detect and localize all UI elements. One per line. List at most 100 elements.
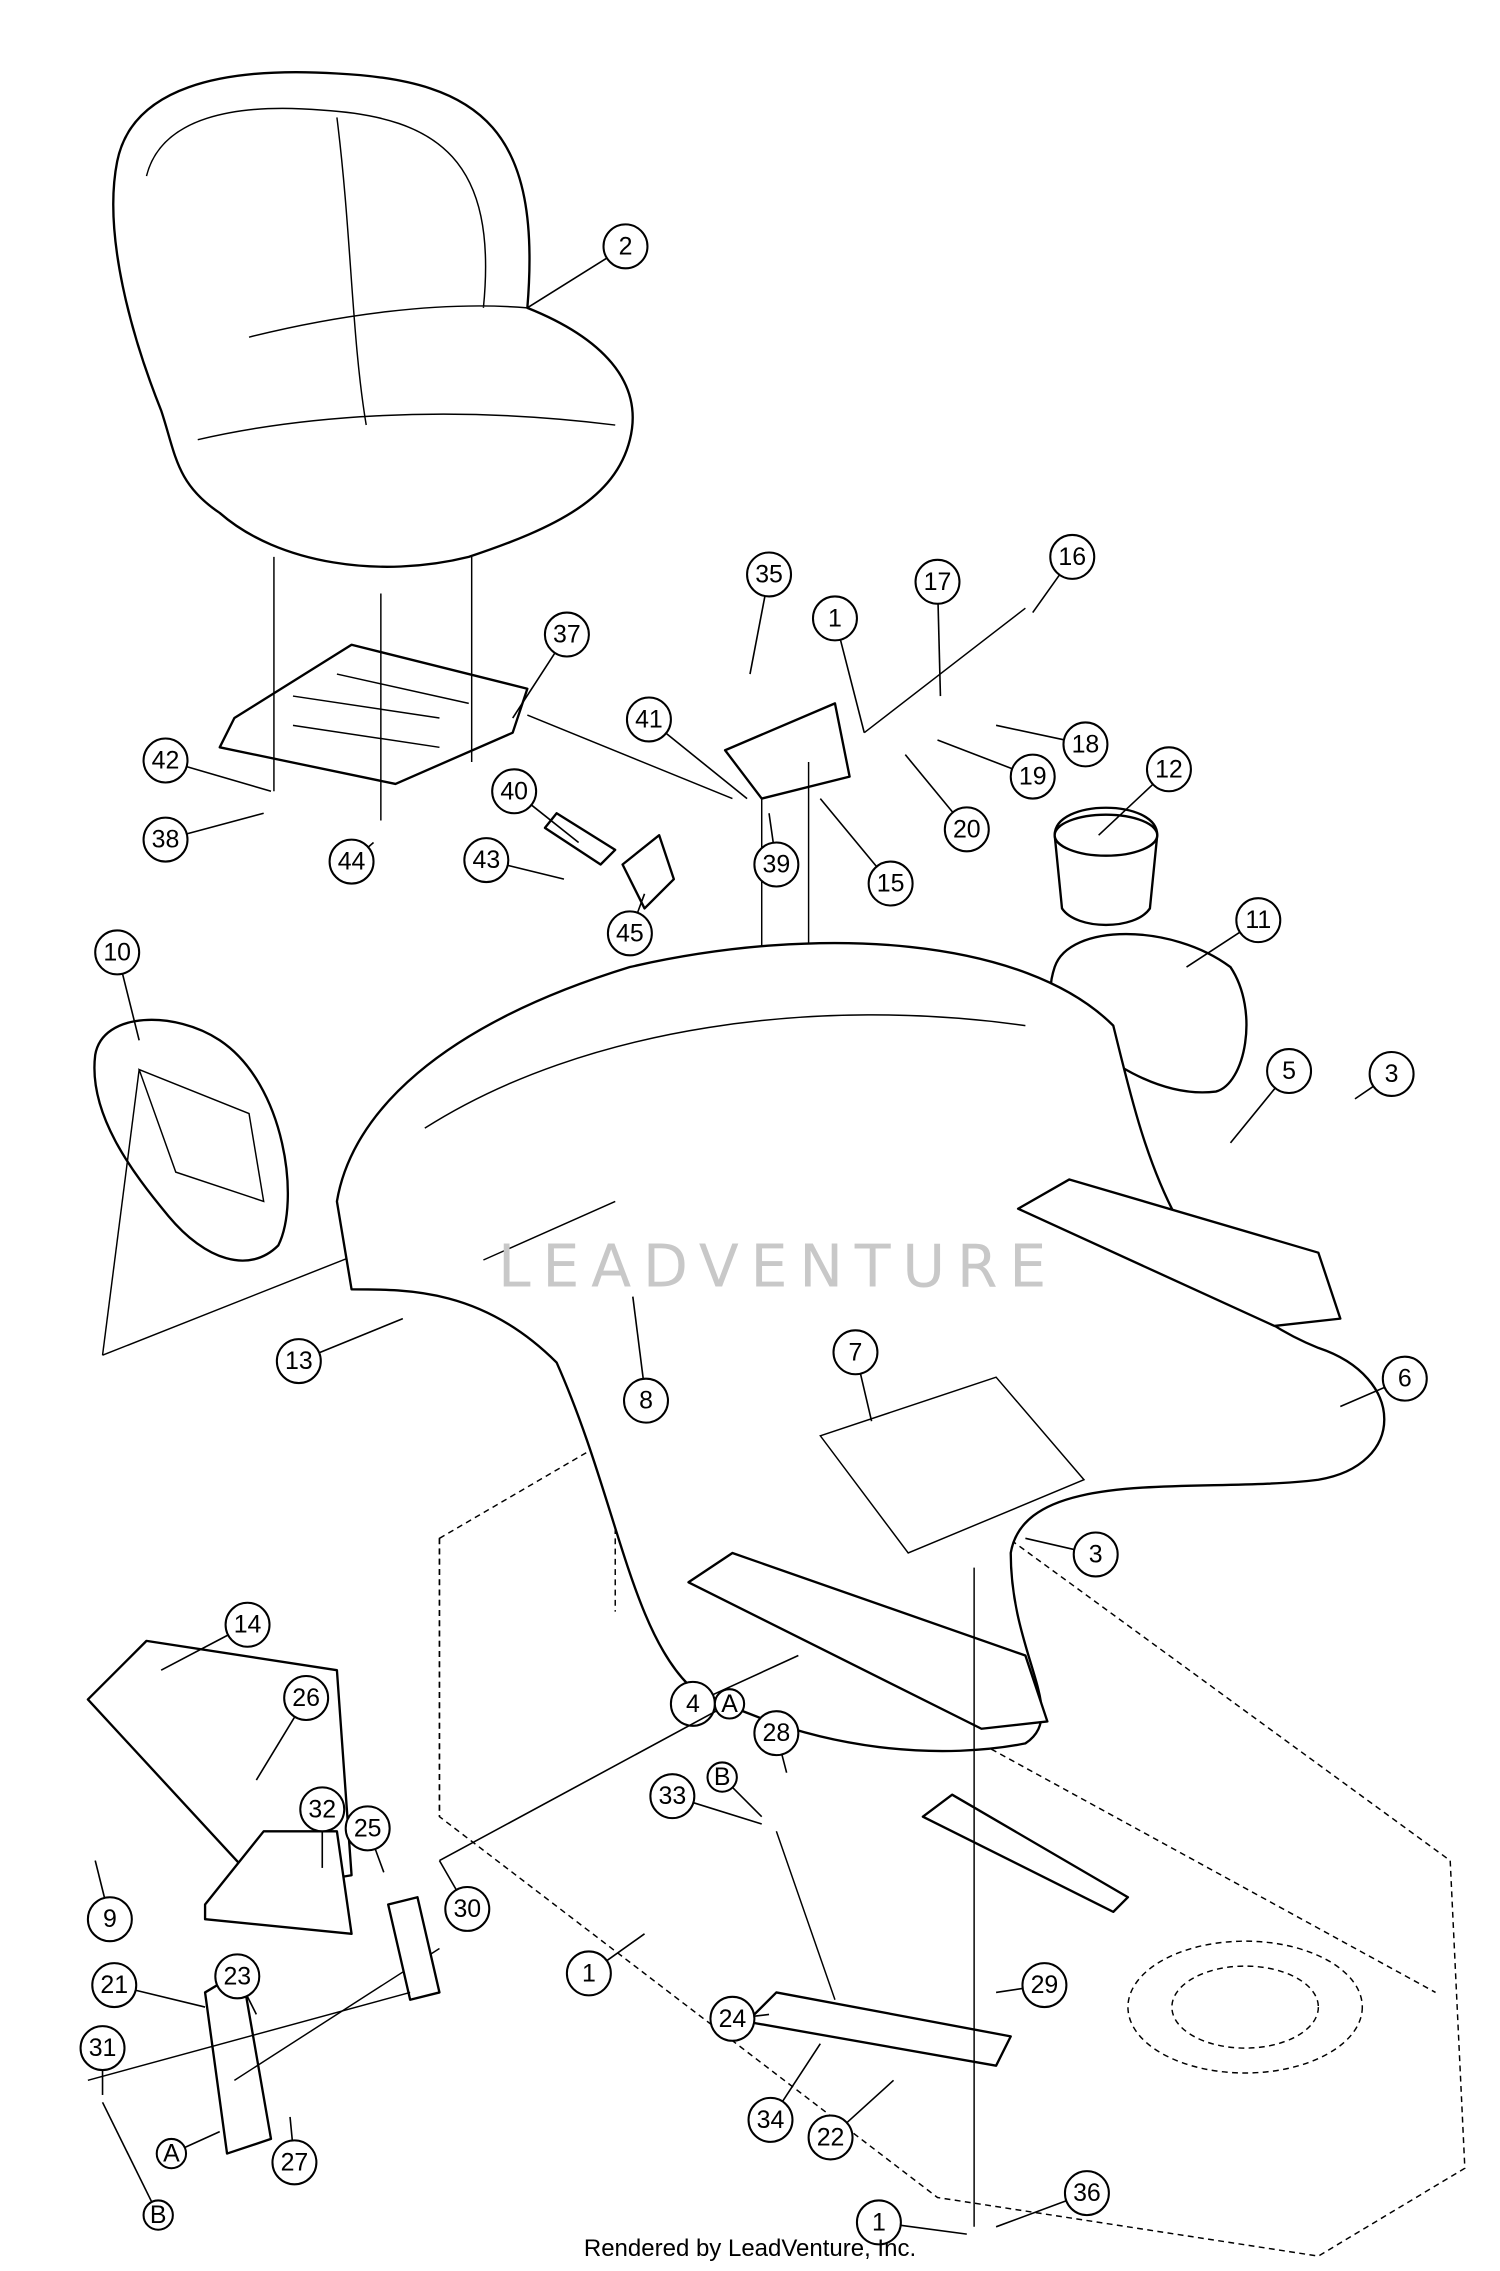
callout-circle xyxy=(1009,753,1056,800)
callout-circle xyxy=(602,223,649,270)
callout-label: 30 xyxy=(453,1895,481,1923)
leader-line xyxy=(768,813,775,843)
callout-36: 36 xyxy=(995,2170,1110,2228)
callout-25: 25 xyxy=(344,1805,391,1873)
callout-A: A xyxy=(439,1688,746,1862)
footrest-left xyxy=(687,1551,1049,1730)
callout-13: 13 xyxy=(275,1317,404,1385)
callout-label: 1 xyxy=(828,604,842,632)
callout-label: 4 xyxy=(686,1690,700,1718)
callout-26: 26 xyxy=(255,1675,330,1781)
callout-label: 32 xyxy=(308,1795,336,1823)
callout-label: 13 xyxy=(285,1347,313,1375)
leader-line xyxy=(846,2079,895,2124)
callout-label: 42 xyxy=(152,747,180,775)
leader-line xyxy=(665,732,748,800)
leader-line xyxy=(731,1786,763,1818)
leader-line xyxy=(995,1987,1023,1994)
leader-line xyxy=(819,798,878,868)
callout-label: 9 xyxy=(103,1905,117,1933)
callout-9: 9 xyxy=(86,1860,133,1943)
callout-label: 6 xyxy=(1398,1365,1412,1393)
callout-label: 1 xyxy=(872,2208,886,2236)
callout-label: 16 xyxy=(1058,543,1086,571)
callout-circle xyxy=(214,1953,261,2000)
callout-12: 12 xyxy=(1098,746,1192,836)
callout-circle xyxy=(1062,721,1109,768)
leader-line xyxy=(1032,574,1061,614)
callout-label: 31 xyxy=(89,2034,117,2062)
callout-11: 11 xyxy=(1186,897,1282,968)
callout-circle xyxy=(91,1962,138,2009)
leader-line xyxy=(1098,783,1154,836)
callout-label: 41 xyxy=(635,705,663,733)
callout-3: 3 xyxy=(1354,1050,1415,1100)
leader-line xyxy=(186,812,264,835)
leader-line xyxy=(318,1317,404,1354)
callout-circle xyxy=(142,737,189,784)
callout-19: 19 xyxy=(937,739,1056,800)
callout-18: 18 xyxy=(995,721,1109,768)
callout-circle xyxy=(344,1805,391,1852)
leader-line xyxy=(184,2130,221,2149)
callout-label: 7 xyxy=(849,1338,863,1366)
callout-label: 33 xyxy=(659,1782,687,1810)
callout-8: 8 xyxy=(622,1296,669,1424)
callout-label: 1 xyxy=(582,1959,596,1987)
leader-line xyxy=(367,841,375,848)
callout-label: 35 xyxy=(755,560,783,588)
callout-circle xyxy=(1021,1962,1068,2009)
callout-10: 10 xyxy=(94,929,141,1041)
lift-links xyxy=(745,1567,1130,2227)
callout-circle xyxy=(79,2025,126,2072)
callout-circle xyxy=(463,837,510,884)
callout-39: 39 xyxy=(753,813,800,888)
leader-line xyxy=(839,639,866,733)
leader-line xyxy=(526,257,608,309)
leader-line xyxy=(374,1848,385,1873)
callout-label: 21 xyxy=(100,1971,128,1999)
callout-label: 29 xyxy=(1031,1971,1059,1999)
leader-line xyxy=(904,754,954,813)
callout-34: 34 xyxy=(747,2043,821,2143)
callout-label: 19 xyxy=(1019,763,1047,791)
callout-A: A xyxy=(155,2130,221,2170)
callout-label: 10 xyxy=(103,938,131,966)
callout-42: 42 xyxy=(142,737,272,793)
callout-label: 36 xyxy=(1073,2179,1101,2207)
callout-circle xyxy=(709,1995,756,2042)
callout-43: 43 xyxy=(463,837,565,884)
leader-line xyxy=(749,595,766,675)
callout-label: 20 xyxy=(953,815,981,843)
callout-label: A xyxy=(721,1690,738,1718)
seat-bracket xyxy=(527,607,1026,1275)
callout-2: 2 xyxy=(526,223,649,309)
leader-line xyxy=(439,1710,717,1862)
callout-1: 1 xyxy=(811,595,866,733)
callout-circle xyxy=(867,860,914,907)
callout-label: 22 xyxy=(817,2123,845,2151)
leader-line xyxy=(160,1634,229,1671)
callout-B: B xyxy=(706,1761,763,1818)
callout-30: 30 xyxy=(438,1860,491,1932)
callout-label: 23 xyxy=(223,1962,251,1990)
callout-label: 11 xyxy=(1245,906,1271,934)
callout-label: 44 xyxy=(338,848,366,876)
callout-17: 17 xyxy=(914,558,961,697)
callout-circle xyxy=(86,1896,133,1943)
seat xyxy=(112,70,634,568)
callout-38: 38 xyxy=(142,812,264,863)
callout-31: 31 xyxy=(79,2025,126,2095)
callout-label: 43 xyxy=(472,846,500,874)
callout-circle xyxy=(491,768,538,815)
callout-label: 3 xyxy=(1385,1060,1399,1088)
callout-circle xyxy=(271,2139,318,2186)
callout-circle xyxy=(1266,1048,1313,1095)
leader-line xyxy=(255,1716,296,1781)
callout-label: 17 xyxy=(924,568,952,596)
callout-label: 28 xyxy=(763,1719,791,1747)
leader-line xyxy=(530,804,580,844)
callout-circle xyxy=(811,595,858,642)
leader-line xyxy=(900,2224,967,2235)
